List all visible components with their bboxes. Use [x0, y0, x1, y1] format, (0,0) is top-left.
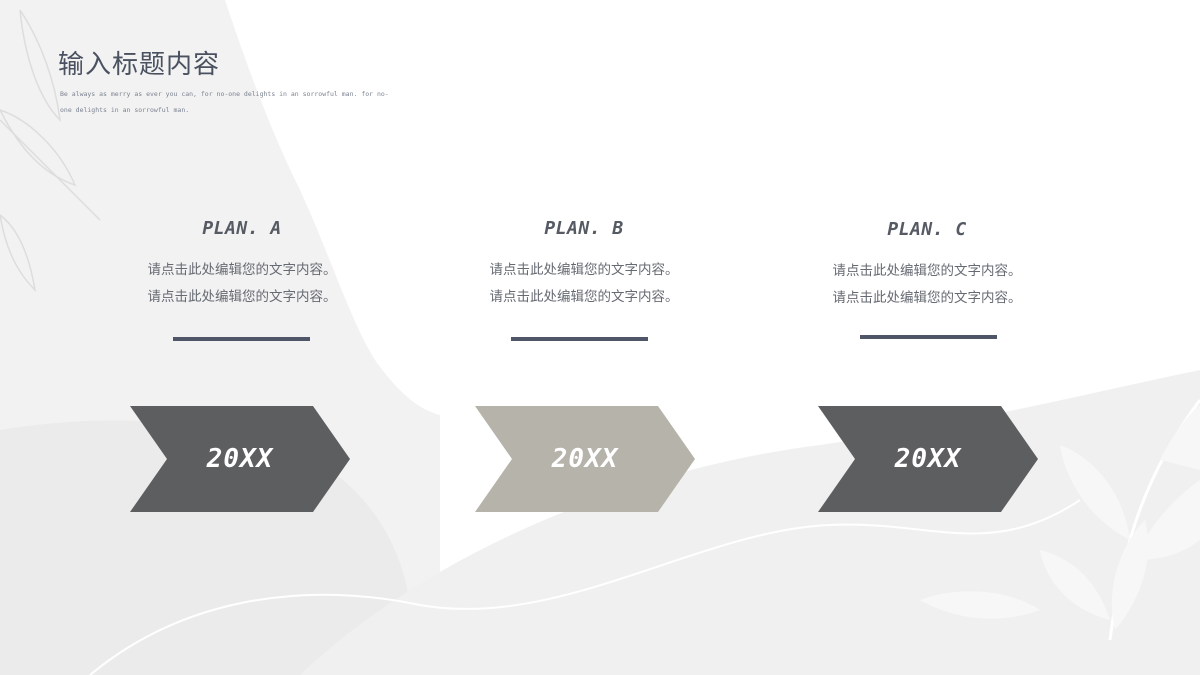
plan-b-text-line-2: 请点击此处编辑您的文字内容。 [489, 289, 679, 305]
plan-a-text-line-1: 请点击此处编辑您的文字内容。 [147, 262, 337, 278]
plan-a-year-arrow: 20XX [130, 406, 350, 512]
plan-a-title: PLAN. A [202, 218, 282, 239]
plan-c-block: PLAN. C 请点击此处编辑您的文字内容。 请点击此处编辑您的文字内容。 [777, 219, 1077, 312]
plan-a-text-line-2: 请点击此处编辑您的文字内容。 [147, 289, 337, 305]
plan-b-year-arrow: 20XX [475, 406, 695, 512]
plan-a-block: PLAN. A 请点击此处编辑您的文字内容。 请点击此处编辑您的文字内容。 [92, 218, 392, 311]
plan-a-year: 20XX [206, 444, 274, 474]
leaf-outline-icon [0, 9, 101, 293]
plan-b-divider [511, 337, 648, 341]
page-subtitle: Be always as merry as ever you can, for … [60, 90, 389, 114]
plan-c-year: 20XX [894, 444, 962, 474]
plan-b-text-line-1: 请点击此处编辑您的文字内容。 [489, 262, 679, 278]
leaf-branch-icon [920, 399, 1200, 641]
plan-a-divider [173, 337, 310, 341]
plan-c-title: PLAN. C [887, 219, 967, 240]
plan-c-text-line-1: 请点击此处编辑您的文字内容。 [832, 263, 1022, 279]
plan-b-title: PLAN. B [544, 218, 624, 239]
plan-b-year: 20XX [551, 444, 619, 474]
plan-b-block: PLAN. B 请点击此处编辑您的文字内容。 请点击此处编辑您的文字内容。 [434, 218, 734, 311]
plan-c-year-arrow: 20XX [818, 406, 1038, 512]
plan-c-text-line-2: 请点击此处编辑您的文字内容。 [832, 290, 1022, 306]
page-title: 输入标题内容 [58, 50, 221, 80]
plan-c-divider [860, 335, 997, 339]
